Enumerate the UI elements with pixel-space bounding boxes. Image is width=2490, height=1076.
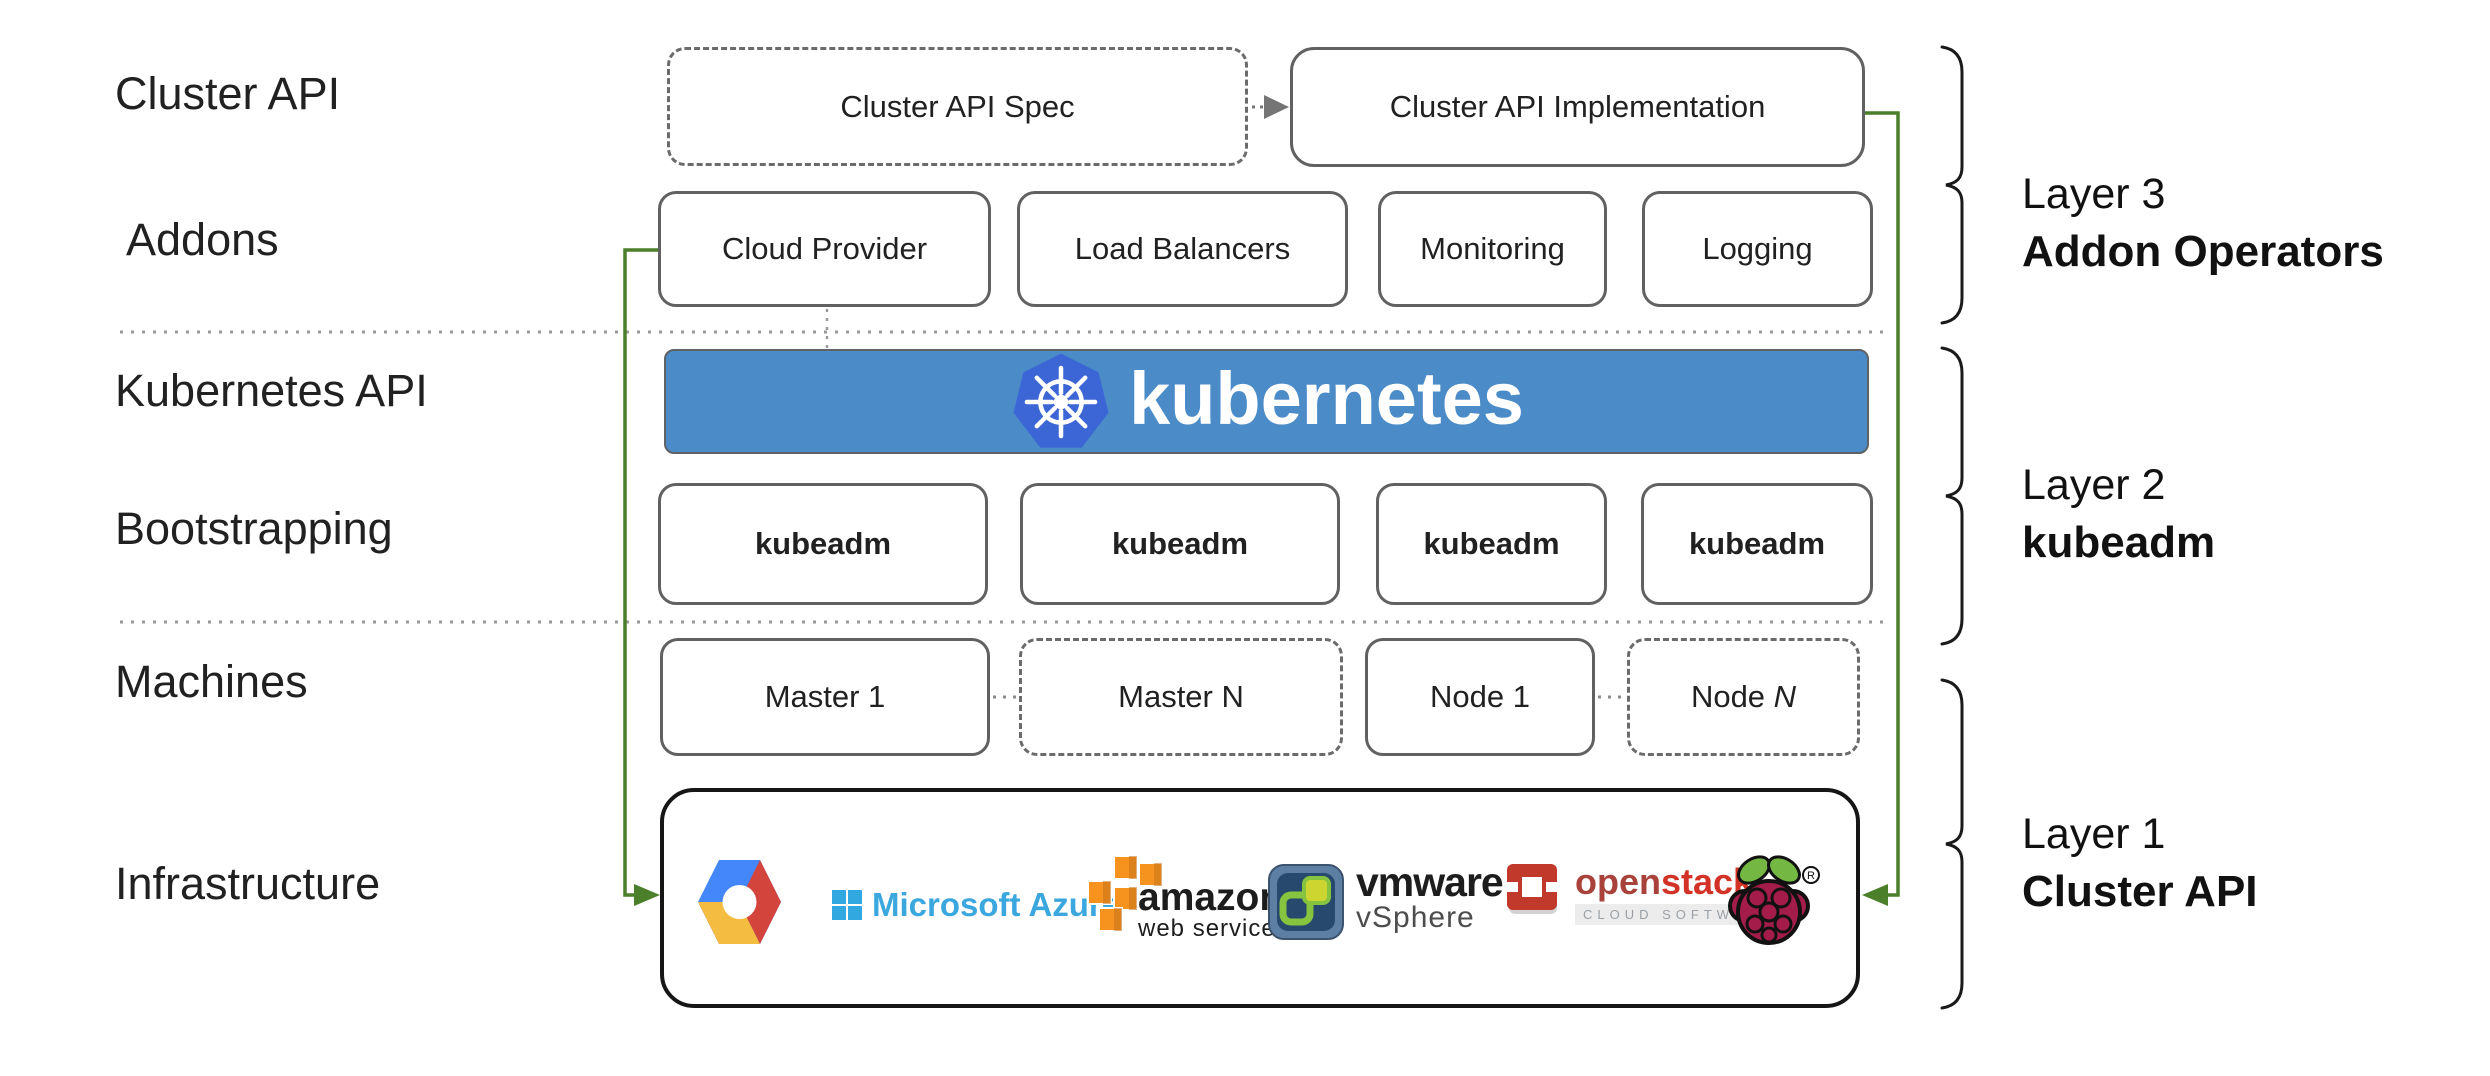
raspberry-pi-icon: R	[1728, 855, 1820, 945]
layer-3-title: Layer 3	[2022, 170, 2166, 218]
layer-1-subtitle: Cluster API	[2022, 866, 2258, 916]
kubernetes-banner: kubernetes	[664, 349, 1869, 454]
addon-box-logging: Logging	[1642, 191, 1873, 307]
aws-cubes-icon	[1087, 856, 1163, 932]
machine-box-node-1: Node 1	[1365, 638, 1595, 756]
node-1-label: Node 1	[1430, 679, 1530, 714]
openstack-wordmark: openstack™	[1575, 864, 1783, 900]
kubernetes-wheel-icon	[1013, 353, 1109, 448]
amazon-wordmark: amazon	[1138, 876, 1284, 919]
logging-label: Logging	[1702, 231, 1813, 266]
machine-box-master-n: Master N	[1019, 638, 1343, 756]
layer-3-label: Layer 3 Addon Operators	[2022, 166, 2384, 281]
row-label-machines: Machines	[115, 656, 308, 707]
aws-logo: amazon web services	[1086, 856, 1288, 942]
addon-box-cloud-provider: Cloud Provider	[658, 191, 991, 307]
machine-box-master-1: Master 1	[660, 638, 990, 756]
kubeadm-box-3: kubeadm	[1376, 483, 1607, 605]
kubernetes-wordmark: kubernetes	[1129, 356, 1524, 440]
master-1-label: Master 1	[764, 679, 886, 714]
web-services-text: web services	[1138, 915, 1289, 943]
row-label-kubernetes-api: Kubernetes API	[115, 365, 428, 416]
row-label-cluster-api: Cluster API	[115, 68, 341, 119]
master-n-label: Master N	[1118, 679, 1244, 714]
layer-1-title: Layer 1	[2022, 810, 2166, 858]
machine-box-node-n: Node N	[1627, 638, 1860, 756]
addon-box-load-balancers: Load Balancers	[1017, 191, 1348, 307]
cloud-provider-label: Cloud Provider	[721, 231, 928, 266]
infra-left-arrowhead	[634, 884, 660, 906]
kubeadm-label: kubeadm	[1423, 526, 1560, 561]
kubeadm-label: kubeadm	[1688, 526, 1826, 561]
kubeadm-label: kubeadm	[1111, 526, 1249, 561]
cloud-provider-to-infra-line	[623, 248, 658, 897]
node-n-italic-suffix: N	[1773, 679, 1797, 714]
svg-text:R: R	[1807, 870, 1815, 882]
vmware-vsphere-icon	[1268, 864, 1344, 940]
monitoring-label: Monitoring	[1420, 231, 1565, 266]
cluster-api-implementation-label: Cluster API Implementation	[1389, 89, 1766, 124]
layer-2-subtitle: kubeadm	[2022, 517, 2216, 567]
row-label-bootstrapping: Bootstrapping	[115, 503, 393, 554]
layer-1-brace	[1940, 678, 1964, 1010]
google-cloud-icon	[698, 860, 781, 944]
openstack-cube-icon	[1507, 864, 1557, 914]
layer-2-label: Layer 2 kubeadm	[2022, 457, 2215, 572]
cluster-api-implementation-box: Cluster API Implementation	[1290, 47, 1865, 167]
azure-wordmark: Microsoft Azure	[872, 886, 1121, 923]
microsoft-azure-logo: Microsoft Azure	[832, 886, 1120, 924]
cluster-api-spec-label: Cluster API Spec	[840, 88, 1075, 124]
node-n-label: Node N	[1691, 679, 1796, 715]
kubeadm-box-4: kubeadm	[1641, 483, 1873, 605]
addon-box-monitoring: Monitoring	[1378, 191, 1607, 307]
node-n-prefix: Node	[1690, 679, 1774, 714]
kubeadm-box-1: kubeadm	[658, 483, 988, 605]
layer-2-title: Layer 2	[2022, 461, 2166, 509]
row-label-addons: Addons	[126, 214, 279, 265]
infrastructure-box: Microsoft Azure	[660, 788, 1860, 1008]
row-label-infrastructure: Infrastructure	[115, 858, 381, 909]
layer-3-subtitle: Addon Operators	[2022, 226, 2384, 276]
layer-1-label: Layer 1 Cluster API	[2022, 806, 2258, 921]
infra-right-arrowhead	[1862, 884, 1888, 906]
microsoft-azure-icon	[832, 890, 862, 920]
kubeadm-box-2: kubeadm	[1020, 483, 1340, 605]
openstack-open-text: open	[1575, 861, 1661, 902]
vmware-wordmark: vmware	[1356, 859, 1504, 905]
spec-to-impl-arrowhead	[1264, 95, 1289, 119]
layer-2-brace	[1940, 346, 1964, 646]
openstack-logo: openstack™ CLOUD SOFTWARE	[1507, 864, 1784, 925]
vsphere-text: vSphere	[1356, 900, 1475, 934]
kubeadm-label: kubeadm	[754, 526, 892, 561]
vmware-vsphere-logo: vmware vSphere	[1268, 859, 1504, 940]
layer-3-brace	[1940, 45, 1964, 325]
load-balancers-label: Load Balancers	[1074, 231, 1291, 266]
cluster-api-spec-box: Cluster API Spec	[667, 47, 1248, 166]
